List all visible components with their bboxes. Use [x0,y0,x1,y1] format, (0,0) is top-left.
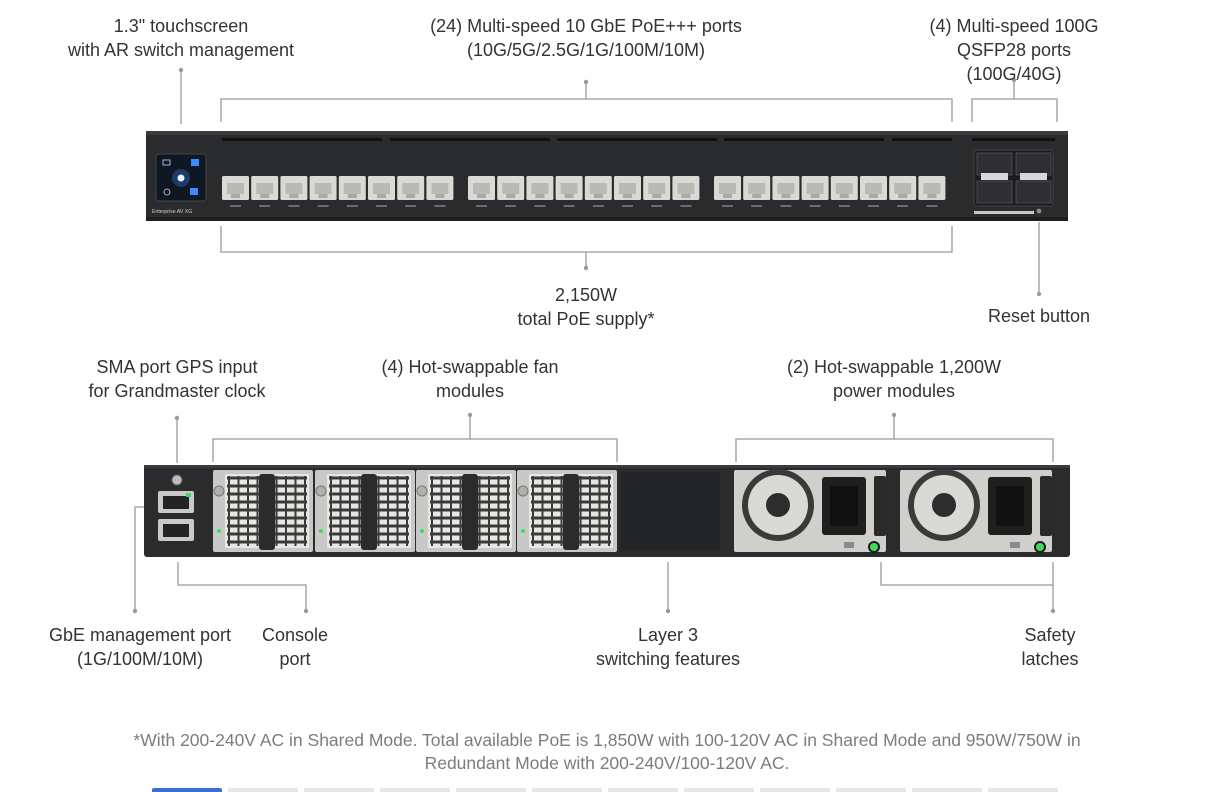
footnote: *With 200-240V AC in Shared Mode. Total … [133,730,1081,773]
carousel-tab-7[interactable] [608,788,678,792]
callout-reset-button: Reset button [987,306,1091,326]
carousel-tabs [152,788,1058,792]
callout-poe-supply: 2,150W total PoE supply* [517,285,655,329]
fan-module [213,470,313,552]
poe-port [338,176,366,207]
carousel-tab-2[interactable] [228,788,298,792]
rear-panel [144,465,1070,557]
poe-port [368,176,395,207]
power-module [734,469,886,553]
poe-port [584,176,612,207]
front-panel: Enterprise AV XG [146,131,1068,221]
carousel-tab-9[interactable] [760,788,830,792]
poe-port [497,176,525,207]
carousel-tab-6[interactable] [532,788,602,792]
poe-port [251,176,279,207]
carousel-tab-12[interactable] [988,788,1058,792]
poe-port-array [222,176,946,207]
callout-poe-ports: (24) Multi-speed 10 GbE PoE+++ ports (10… [430,16,742,60]
poe-port [426,176,454,207]
carousel-tab-8[interactable] [684,788,754,792]
poe-port [309,176,337,207]
poe-port [743,176,771,207]
callout-sma-gps: SMA port GPS input for Grandmaster clock [88,357,266,401]
poe-port [643,176,671,207]
fan-module [416,470,516,552]
callout-dots-front [178,67,1042,297]
carousel-tab-11[interactable] [912,788,982,792]
brand-label: Enterprise AV XG [152,209,192,215]
callout-dots-rear [132,412,1056,614]
carousel-tab-1[interactable] [152,788,222,792]
callout-layer3: Layer 3 switching features [595,625,741,669]
reset-button[interactable] [1036,208,1042,214]
callout-power-modules: (2) Hot-swappable 1,200W power modules [786,357,1002,401]
carousel-tab-3[interactable] [304,788,374,792]
carousel-tab-10[interactable] [836,788,906,792]
power-module-array [734,469,1052,553]
callout-lines-front [180,70,1058,294]
callout-mgmt-port: GbE management port (1G/100M/10M) [48,625,232,669]
poe-port [772,176,800,207]
poe-port [860,176,887,207]
poe-port [714,176,741,207]
poe-port [397,176,425,207]
carousel-tab-5[interactable] [456,788,526,792]
poe-port [280,176,308,207]
callout-qsfp-ports: (4) Multi-speed 100G QSFP28 ports (100G/… [929,16,1099,84]
callout-console-port: Console port [261,625,329,669]
callout-lines-rear [134,415,1054,611]
sma-gps-port [171,474,183,486]
callout-touchscreen: 1.3" touchscreen with AR switch manageme… [67,16,295,60]
poe-port [614,176,641,207]
poe-port [672,176,700,207]
qsfp-port-block [973,149,1054,214]
poe-port [918,176,946,207]
fan-module-array [213,470,617,552]
poe-port [468,176,495,207]
fan-module [315,470,415,552]
poe-port [830,176,858,207]
power-module [900,469,1052,553]
fan-module [517,470,617,552]
callout-fan-modules: (4) Hot-swappable fan modules [381,357,559,401]
callout-safety-latches: Safety latches [1021,625,1079,669]
poe-port [889,176,917,207]
carousel-tab-4[interactable] [380,788,450,792]
poe-port [801,176,829,207]
poe-port [555,176,583,207]
poe-port [526,176,554,207]
poe-port [222,176,249,207]
